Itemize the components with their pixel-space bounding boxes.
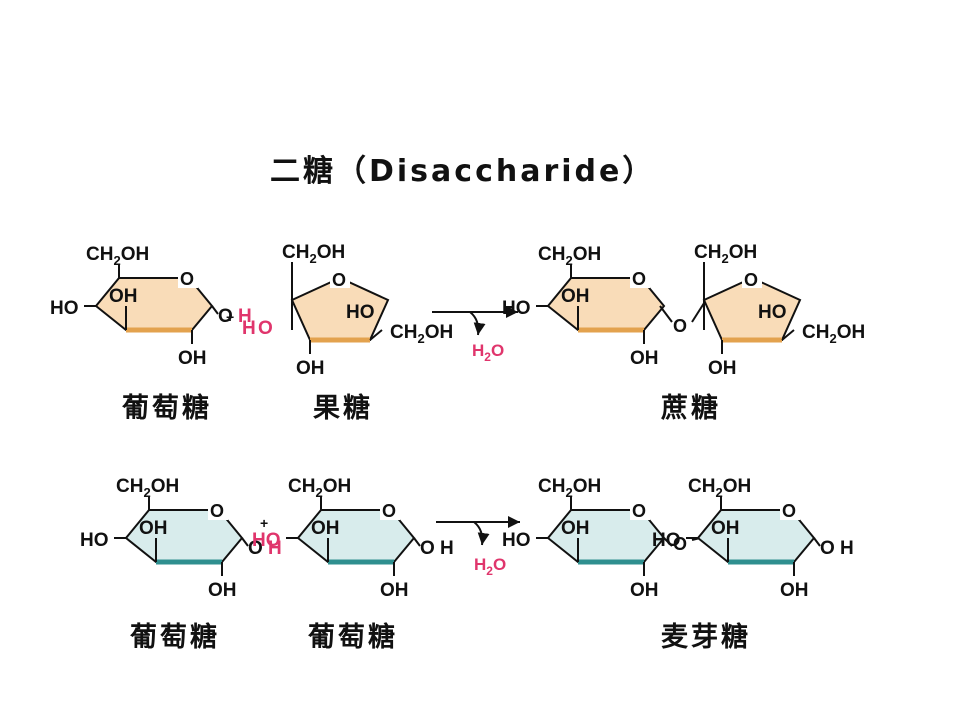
sucrose-fru-o-bg — [742, 268, 762, 288]
sucrose-glc-left-ho: HO — [502, 298, 531, 319]
glucose-a-right-h: H — [238, 306, 252, 327]
fructose-a-ch2oh-top: CH2OH — [282, 242, 345, 266]
maltose-glc-1-inner-oh: OH — [561, 518, 590, 539]
glucose-a-inner-oh: OH — [109, 286, 138, 307]
sucrose-fru-ring-o: O — [744, 270, 758, 290]
sucrose-fru-inner-ho: HO — [758, 302, 787, 323]
glucose-b-right-o: O — [248, 538, 263, 559]
glucose-c-o-bg — [380, 498, 400, 520]
maltose-glc-2-right-h: H — [840, 538, 854, 559]
maltose-glc-2-o-bg — [780, 498, 800, 520]
maltose-glc-1-left-ho: HO — [502, 530, 531, 551]
glucose-c-right-o: O — [420, 538, 435, 559]
caption-glucose-1: 葡萄糖 — [122, 393, 212, 424]
glucose-c-right-h: H — [440, 538, 454, 559]
sucrose-glc-bottom-oh: OH — [630, 348, 659, 369]
fructose-a-o-bg — [330, 268, 350, 288]
sucrose-glc-inner-oh: OH — [561, 286, 590, 307]
sucrose-fru-bottom-oh: OH — [708, 358, 737, 379]
sucrose-glc-o-bg — [630, 266, 650, 288]
glucose-b-o-bg — [208, 498, 228, 520]
maltose-glc-1-ring-o: O — [632, 501, 646, 521]
glucose-b-right-h: H — [268, 538, 282, 559]
maltose-glc-2-right-o: O — [820, 538, 835, 559]
water-release-arrow-1 — [469, 311, 486, 336]
glucose-a-right-o: O — [218, 306, 233, 327]
glucose-b-c1-bond — [241, 537, 249, 547]
glucose-c-ring-o: O — [382, 501, 396, 521]
fructose-a-left-h: H — [242, 318, 256, 339]
maltose-glc-2-ch2oh: CH2OH — [688, 476, 751, 500]
maltose-glc-2-bottom-oh: OH — [780, 580, 809, 601]
maltose-glc-2-ring-o: O — [782, 501, 796, 521]
sucrose-bridge-o: O — [673, 316, 687, 336]
maltose-glc-2-inner-oh: OH — [711, 518, 740, 539]
glucose-c-left-ho: HO — [252, 530, 281, 551]
glucose-a-c1-bond — [211, 305, 219, 315]
sucrose-fru-ch2oh-right: CH2OH — [802, 322, 865, 346]
fructose-a-c5-bond — [369, 329, 383, 341]
fructose-a-ring-o: O — [332, 270, 346, 290]
glucose-b-left-ho: HO — [80, 530, 109, 551]
glucose-b-ring-o: O — [210, 501, 224, 521]
sucrose-link-left — [659, 305, 673, 323]
maltose-glc-2-c1-bond — [813, 537, 821, 547]
glucose-a-o-bg — [178, 266, 198, 288]
sucrose-fru-c5-bond — [781, 329, 795, 341]
maltose-glc-1-o-bg — [630, 498, 650, 520]
plus-sign-2: + — [260, 515, 268, 531]
water-label-1: H2O — [472, 341, 504, 364]
maltose-link-left — [663, 537, 673, 547]
maltose-bridge-o: O — [673, 534, 687, 554]
glucose-c-ch2oh: CH2OH — [288, 476, 351, 500]
glucose-a-left-ho: HO — [50, 298, 79, 319]
glucose-a-ring-o: O — [180, 269, 194, 289]
caption-glucose-3: 葡萄糖 — [308, 622, 398, 653]
caption-sucrose: 蔗糖 — [661, 393, 721, 424]
caption-fructose: 果糖 — [313, 393, 373, 424]
glucose-b-inner-oh: OH — [139, 518, 168, 539]
fructose-a-left-o: O — [258, 318, 273, 339]
sucrose-fru-ch2oh-top: CH2OH — [694, 242, 757, 266]
glucose-c-inner-oh: OH — [311, 518, 340, 539]
fructose-a-inner-ho: HO — [346, 302, 375, 323]
water-release-arrow-2 — [473, 521, 490, 546]
page-title: 二糖（Disaccharide） — [270, 154, 656, 189]
maltose-glc-1-ch2oh: CH2OH — [538, 476, 601, 500]
fructose-a-ch2oh-right: CH2OH — [390, 322, 453, 346]
glucose-c-c1-bond — [413, 537, 421, 547]
glucose-b-bottom-oh: OH — [208, 580, 237, 601]
fructose-a-bottom-oh: OH — [296, 358, 325, 379]
glucose-a-ch2oh: CH2OH — [86, 244, 149, 268]
caption-glucose-2: 葡萄糖 — [130, 622, 220, 653]
plus-sign-1: + — [226, 309, 234, 325]
glucose-a-bottom-oh: OH — [178, 348, 207, 369]
maltose-glc-1-bottom-oh: OH — [630, 580, 659, 601]
maltose-glc-2-left-ho: HO — [652, 530, 681, 551]
caption-maltose: 麦芽糖 — [661, 622, 751, 653]
sucrose-glc-ch2oh: CH2OH — [538, 244, 601, 268]
glucose-c-bottom-oh: OH — [380, 580, 409, 601]
sucrose-glc-ring-o: O — [632, 269, 646, 289]
water-label-2: H2O — [474, 555, 506, 578]
glucose-b-ch2oh: CH2OH — [116, 476, 179, 500]
